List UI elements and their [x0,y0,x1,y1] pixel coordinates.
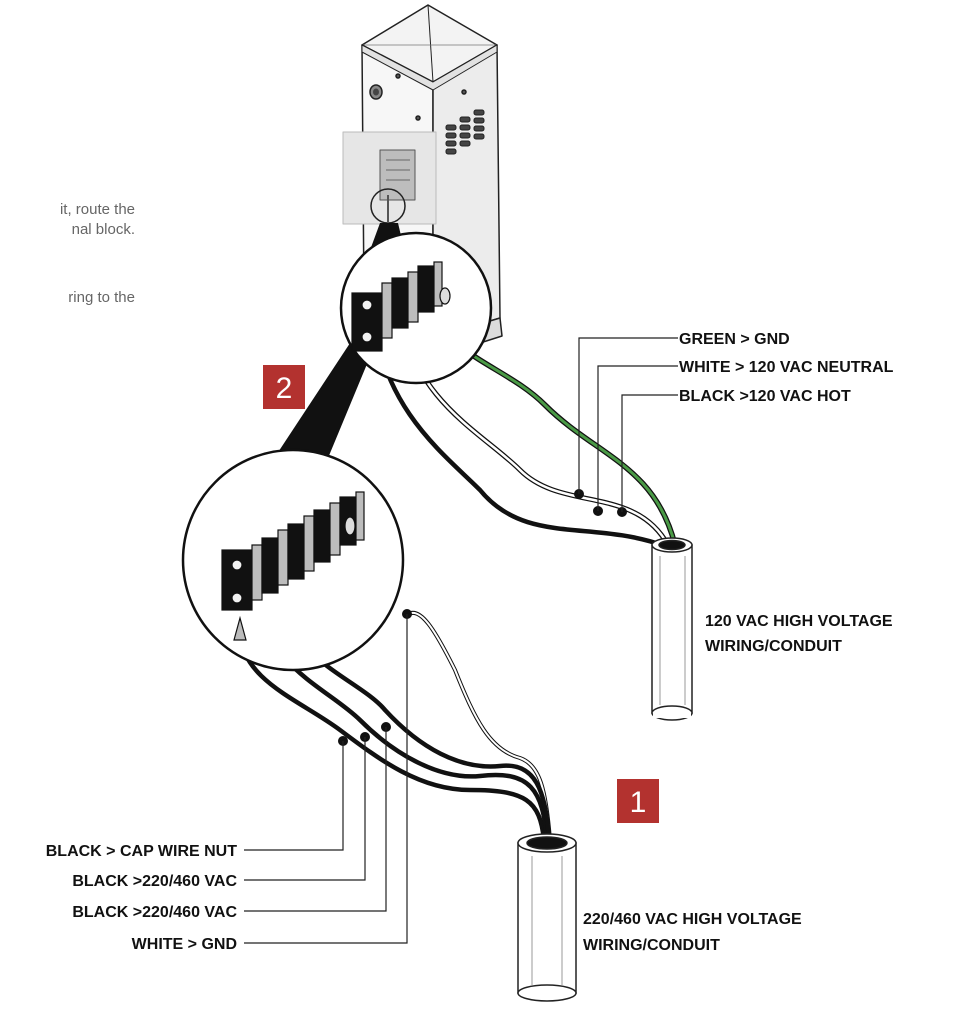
intro-line-3: ring to the [68,289,135,306]
step-2-number: 2 [276,372,293,405]
label-black-220-b: BLACK >220/460 VAC [72,904,237,921]
label-black-cap-wire-nut: BLACK > CAP WIRE NUT [46,843,237,860]
intro-line-2: nal block. [72,221,135,238]
step-badge-2: 2 [263,365,305,409]
leaders-220vac [244,614,408,944]
conduit-120vac [651,537,693,721]
label-220-conduit-line-2: WIRING/CONDUIT [583,937,720,954]
conduit-220vac [517,833,577,1002]
intro-line-1: it, route the [60,201,135,218]
label-220-conduit-line-1: 220/460 VAC HIGH VOLTAGE [583,911,802,928]
label-120-conduit-line-2: WIRING/CONDUIT [705,638,842,655]
terminal-detail-small [339,231,493,385]
step-badge-1: 1 [617,779,659,823]
terminal-detail-large [181,448,405,672]
step-1-number: 1 [630,786,647,819]
label-white-neutral: WHITE > 120 VAC NEUTRAL [679,359,894,376]
label-white-gnd: WHITE > GND [132,936,237,953]
leaders-120vac [578,337,678,512]
label-green-gnd: GREEN > GND [679,331,790,348]
label-120-conduit-line-1: 120 VAC HIGH VOLTAGE [705,613,893,630]
label-black-220-a: BLACK >220/460 VAC [72,873,237,890]
label-black-hot: BLACK >120 VAC HOT [679,388,851,405]
